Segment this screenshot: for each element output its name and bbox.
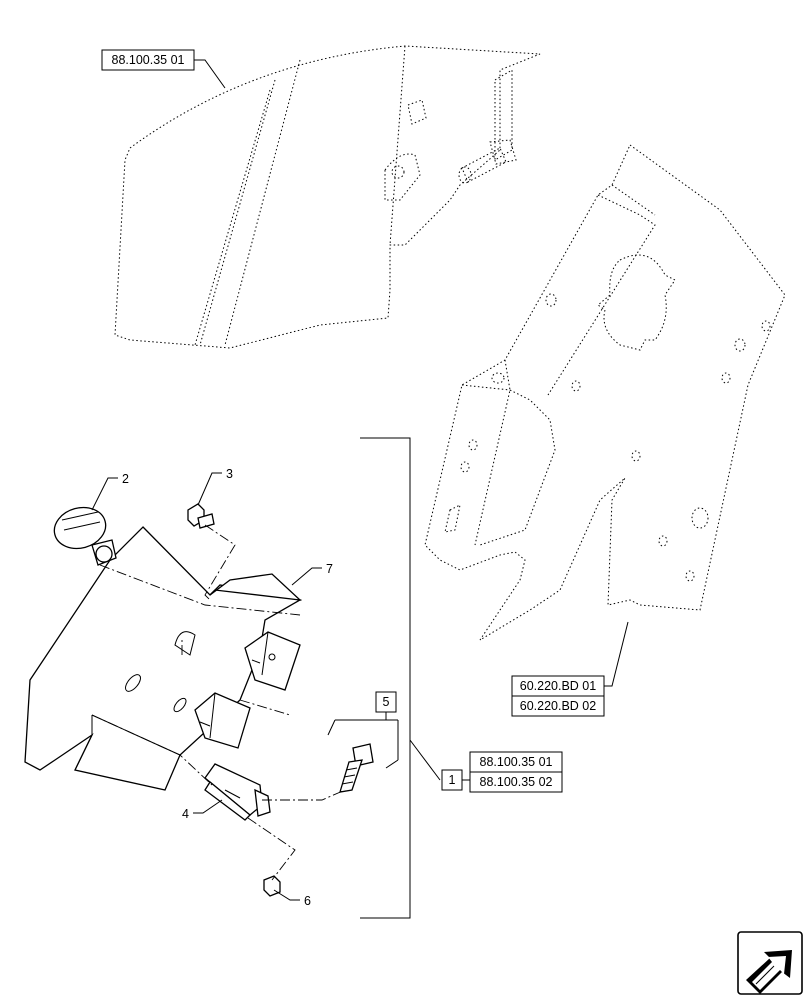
reference-label-main-1: 88.100.35 01 <box>480 755 553 769</box>
mounting-bracket-reference <box>424 144 786 641</box>
bracket-plate <box>24 526 302 791</box>
hinge-upper <box>244 631 301 691</box>
nut-small <box>263 875 281 897</box>
reference-label-top-left: 88.100.35 01 <box>112 53 185 67</box>
reference-box-main-2[interactable]: 88.100.35 02 <box>469 771 563 793</box>
callout-7[interactable]: 7 <box>326 562 333 576</box>
assembly-lines <box>91 524 346 881</box>
bolt-small <box>187 503 215 529</box>
callout-5-box[interactable]: 5 <box>375 691 397 713</box>
next-page-arrow-icon[interactable] <box>737 931 803 995</box>
callout-1-box[interactable]: 1 <box>441 769 463 791</box>
callout-3[interactable]: 3 <box>226 467 233 481</box>
reference-label-right-1: 60.220.BD 01 <box>520 679 596 693</box>
leader-line-right <box>604 621 629 687</box>
callout-leaders <box>91 472 322 901</box>
screw-assembly <box>327 719 399 793</box>
hinge-lower <box>194 692 251 749</box>
callout-5: 5 <box>383 695 390 709</box>
reference-label-main-2: 88.100.35 02 <box>480 775 553 789</box>
reference-box-right-2[interactable]: 60.220.BD 02 <box>511 695 605 717</box>
leader-line-top-left <box>194 59 226 89</box>
latch-catch <box>204 763 271 821</box>
reference-box-right-1[interactable]: 60.220.BD 01 <box>511 675 605 697</box>
callout-4[interactable]: 4 <box>182 807 189 821</box>
latch-knob <box>53 506 117 566</box>
reference-label-right-2: 60.220.BD 02 <box>520 699 596 713</box>
reference-box-main-1[interactable]: 88.100.35 01 <box>469 751 563 773</box>
assembly-bracket-leader <box>409 739 441 781</box>
callout-2[interactable]: 2 <box>122 472 129 486</box>
callout-6[interactable]: 6 <box>304 894 311 908</box>
door-panel-reference <box>114 45 541 349</box>
reference-box-top-left[interactable]: 88.100.35 01 <box>101 49 195 71</box>
callout-1: 1 <box>449 773 456 787</box>
assembly-bracket <box>360 437 411 919</box>
